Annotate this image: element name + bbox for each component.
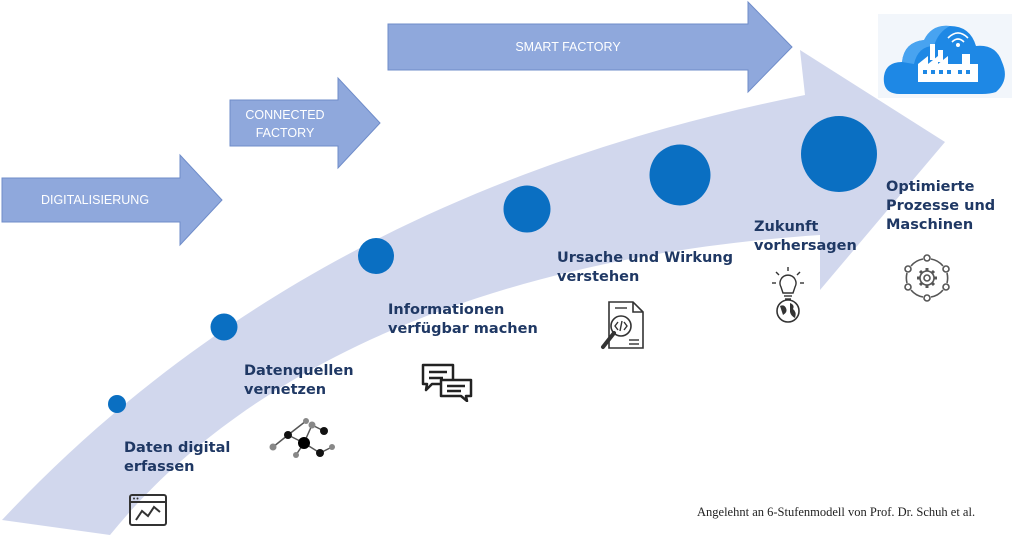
source-credit: Angelehnt an 6-Stufenmodell von Prof. Dr… (697, 505, 976, 519)
phase-label-digitalisierung: DIGITALISIERUNG (40, 193, 150, 207)
milestone-dot-4 (503, 185, 551, 233)
monitor-chart-icon (129, 494, 167, 526)
phase-arrow-smart-factory (387, 0, 793, 94)
phase-label-smart-factory: SMART FACTORY (515, 40, 621, 54)
milestone-dot-1 (108, 395, 126, 413)
stage-label-6: Optimierte Prozesse und Maschinen (886, 179, 996, 233)
milestone-dot-2 (210, 313, 238, 341)
stage-label-1: Daten digital erfassen (124, 440, 231, 475)
milestone-dot-6 (801, 116, 877, 192)
phase-label-connected-factory: CONNECTED FACTORY (245, 108, 325, 140)
milestone-dot-5 (649, 144, 711, 206)
phase-arrow-connected-factory (229, 76, 381, 170)
network-nodes-icon (269, 418, 335, 458)
stage-label-5: Zukunft vorhersagen (754, 219, 857, 254)
chat-bubbles-icon (421, 363, 473, 402)
gear-cycle-icon (904, 254, 950, 302)
cloud-factory-icon (878, 14, 1012, 98)
document-code-search-icon (601, 301, 644, 349)
phase-arrow-digitalisierung (1, 153, 223, 247)
stage-label-4: Ursache und Wirkung verstehen (557, 250, 733, 285)
milestone-dot-3 (358, 238, 394, 274)
stage-label-3: Informationen verfügbar machen (388, 302, 538, 337)
stage-label-2: Datenquellen vernetzen (244, 363, 354, 398)
lightbulb-globe-icon (772, 267, 804, 323)
